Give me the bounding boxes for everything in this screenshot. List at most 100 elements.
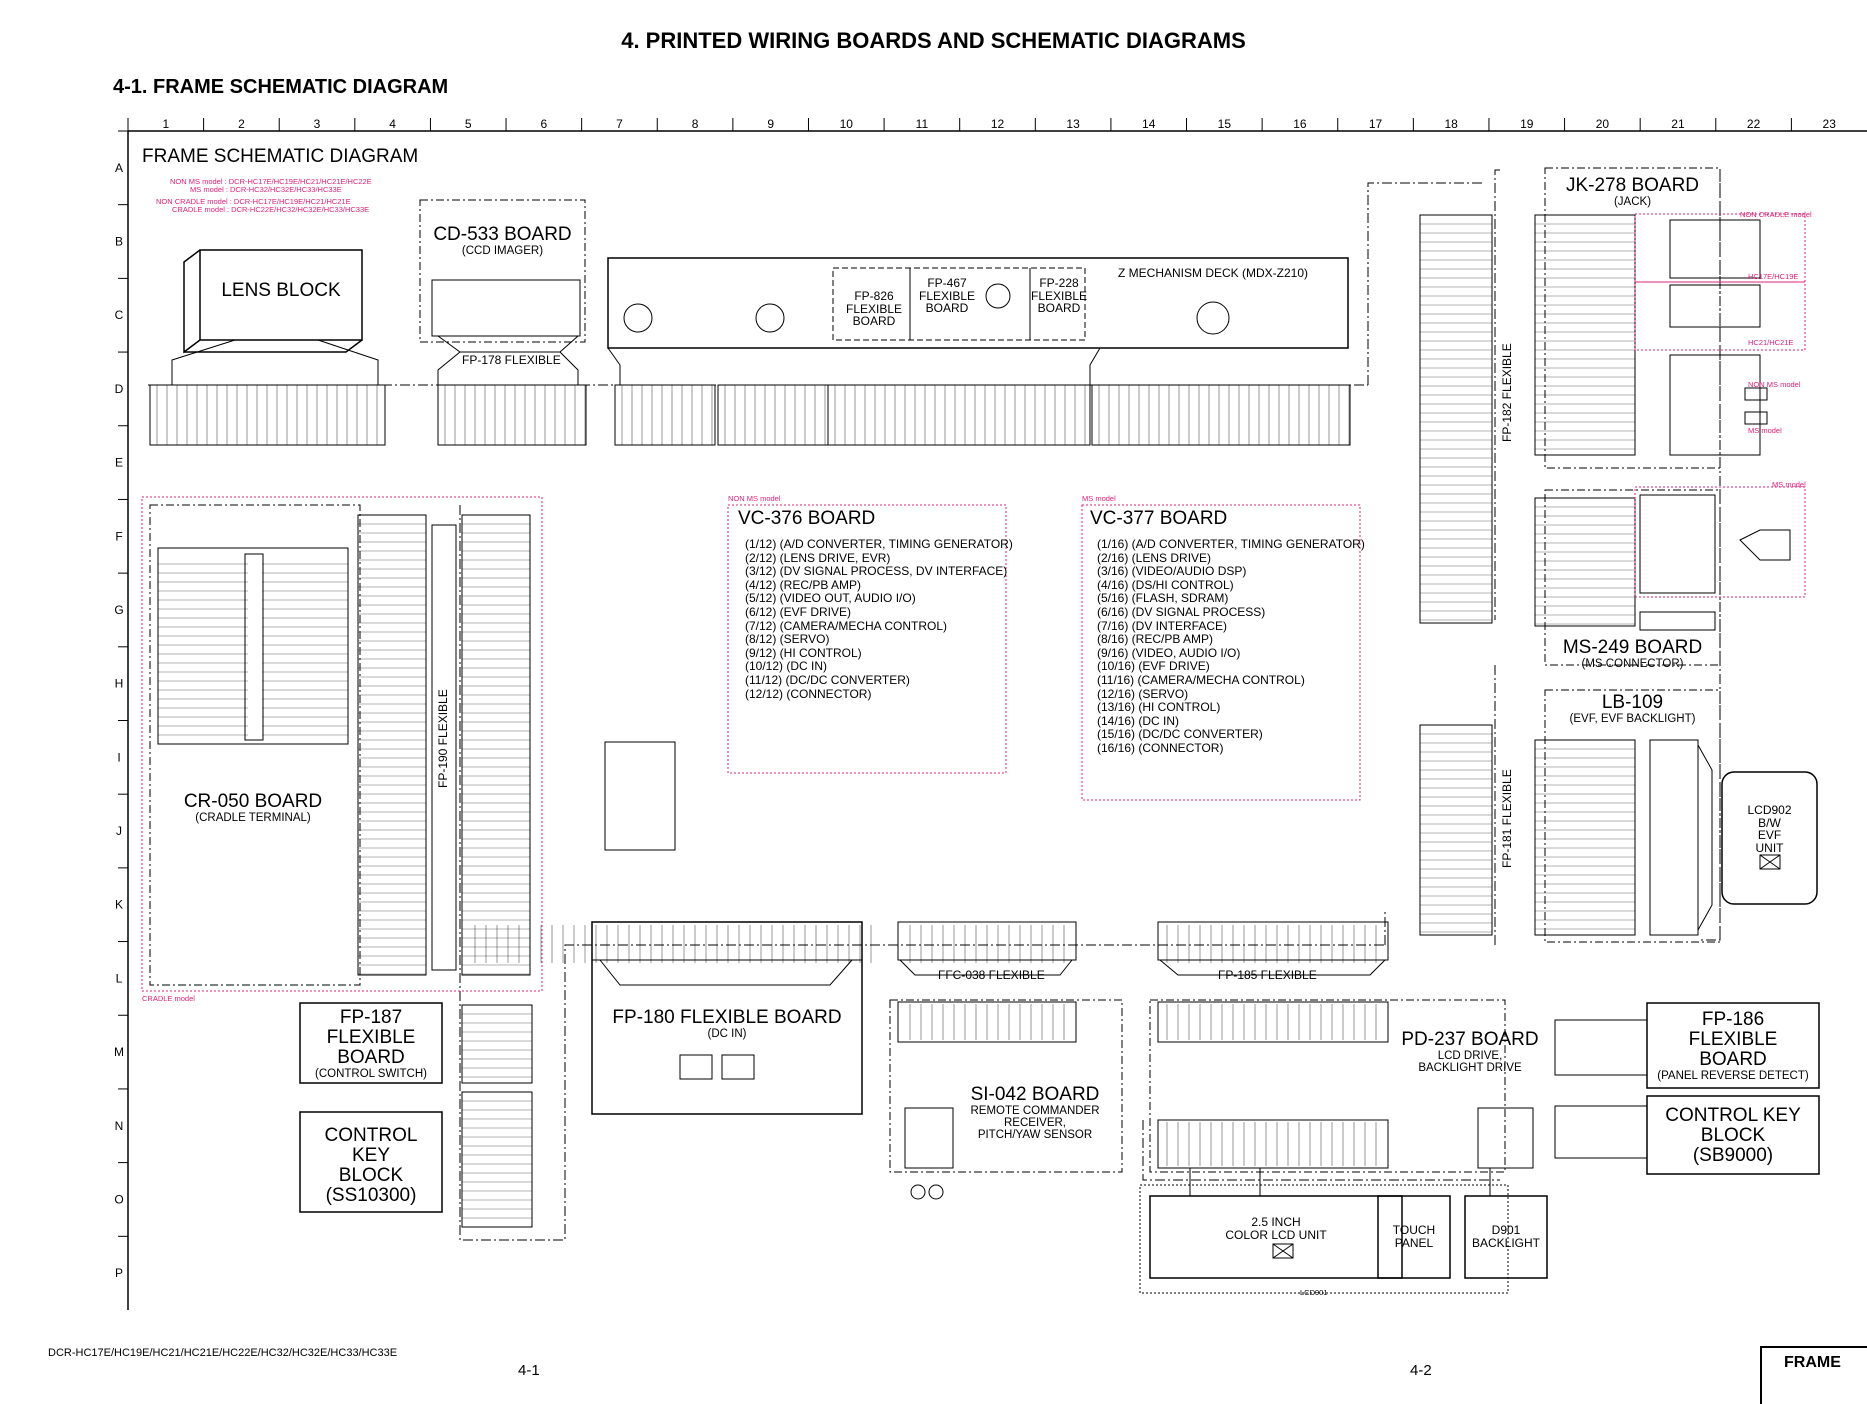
fp826-board: FP-826 FLEXIBLE BOARD bbox=[845, 289, 903, 329]
column-label: 16 bbox=[1293, 117, 1307, 131]
connector-strip bbox=[437, 384, 587, 446]
vc377-model-label: MS model bbox=[1082, 494, 1116, 503]
vc376-contents: (1/12) (A/D CONVERTER, TIMING GENERATOR)… bbox=[745, 537, 1013, 701]
row-label: I bbox=[117, 750, 120, 764]
column-label: 19 bbox=[1520, 117, 1534, 131]
vc-list-item: (2/12) (LENS DRIVE, EVR) bbox=[745, 550, 891, 565]
vc-list-item: (1/16) (A/D CONVERTER, TIMING GENERATOR) bbox=[1097, 537, 1365, 551]
vc-list-item: (8/16) (REC/PB AMP) bbox=[1097, 632, 1214, 647]
d901-backlight: D901 BACKLIGHT bbox=[1471, 1223, 1540, 1250]
vc-list-item: (3/12) (DV SIGNAL PROCESS, DV INTERFACE) bbox=[745, 564, 1008, 579]
lcd902-unit: LCD902 B/W EVF UNIT bbox=[1747, 803, 1792, 855]
fp182-label: FP-182 FLEXIBLE bbox=[1500, 343, 1514, 442]
cradle-label-left: CRADLE model bbox=[142, 994, 195, 1003]
row-label: A bbox=[115, 161, 123, 175]
column-label: 18 bbox=[1444, 117, 1458, 131]
fp185-label: FP-185 FLEXIBLE bbox=[1218, 968, 1317, 982]
lens-block-box bbox=[199, 249, 363, 341]
column-label: 8 bbox=[692, 117, 699, 131]
fp186-board: FP-186 FLEXIBLE BOARD (PANEL REVERSE DET… bbox=[1657, 1009, 1809, 1082]
vc-list-item: (11/12) (DC/DC CONVERTER) bbox=[745, 672, 910, 687]
vc-list-item: (7/12) (CAMERA/MECHA CONTROL) bbox=[745, 618, 948, 633]
column-label: 20 bbox=[1596, 117, 1610, 131]
vc-list-item: (3/16) (VIDEO/AUDIO DSP) bbox=[1097, 564, 1247, 579]
column-label: 7 bbox=[616, 117, 623, 131]
column-label: 21 bbox=[1671, 117, 1685, 131]
pd237-board: PD-237 BOARD LCD DRIVE, BACKLIGHT DRIVE bbox=[1401, 1029, 1539, 1074]
vc-list-item: (5/12) (VIDEO OUT, AUDIO I/O) bbox=[745, 591, 916, 606]
vc-list-item: (10/12) (DC IN) bbox=[745, 659, 828, 674]
page-number-right: 4-2 bbox=[1410, 1362, 1432, 1379]
hc17-label: HC17E/HC19E bbox=[1748, 272, 1799, 281]
fp228-board: FP-228 FLEXIBLE BOARD bbox=[1030, 276, 1088, 316]
column-label: 17 bbox=[1369, 117, 1383, 131]
cr050-board: CR-050 BOARD (CRADLE TERMINAL) bbox=[183, 791, 323, 824]
fp187-board: FP-187 FLEXIBLE BOARD (CONTROL SWITCH) bbox=[314, 1007, 427, 1080]
fp190-label: FP-190 FLEXIBLE bbox=[436, 689, 450, 788]
model-note-non-cradle: NON CRADLE model : DCR-HC17E/HC19E/HC21/… bbox=[156, 197, 351, 206]
column-label: 5 bbox=[465, 117, 472, 131]
row-label: P bbox=[115, 1266, 123, 1280]
row-label: L bbox=[116, 971, 123, 985]
vc-list-item: (4/16) (DS/HI CONTROL) bbox=[1097, 577, 1234, 592]
vc-list-item: (10/16) (EVF DRIVE) bbox=[1097, 659, 1210, 674]
vc377-title: VC-377 BOARD bbox=[1090, 508, 1228, 529]
column-label: 9 bbox=[767, 117, 774, 131]
model-note-ms: MS model : DCR-HC32/HC32E/HC33/HC33E bbox=[190, 185, 342, 194]
connector-strip bbox=[1091, 384, 1351, 446]
vc-list-item: (6/16) (DV SIGNAL PROCESS) bbox=[1097, 604, 1266, 619]
control-key-ss10300: CONTROL KEY BLOCK (SS10300) bbox=[324, 1125, 418, 1206]
vc-list-item: (4/12) (REC/PB AMP) bbox=[745, 577, 862, 592]
row-label: C bbox=[115, 308, 124, 322]
control-key-sb9000: CONTROL KEY BLOCK (SB9000) bbox=[1665, 1105, 1801, 1166]
ms-label-right: MS model bbox=[1748, 426, 1782, 435]
vc377-contents: (1/16) (A/D CONVERTER, TIMING GENERATOR)… bbox=[1097, 537, 1365, 756]
fp467-board: FP-467 FLEXIBLE BOARD bbox=[918, 276, 976, 316]
fp178-label: FP-178 FLEXIBLE bbox=[462, 353, 561, 367]
fp181-label: FP-181 FLEXIBLE bbox=[1500, 769, 1514, 868]
vc-list-item: (1/12) (A/D CONVERTER, TIMING GENERATOR) bbox=[745, 537, 1013, 551]
page-number-left: 4-1 bbox=[518, 1362, 540, 1379]
frame-tag: FRAME bbox=[1760, 1346, 1867, 1404]
fp180-board: FP-180 FLEXIBLE BOARD (DC IN) bbox=[612, 1007, 842, 1040]
page-heading: 4. PRINTED WIRING BOARDS AND SCHEMATIC D… bbox=[621, 28, 1246, 53]
row-label: K bbox=[115, 898, 123, 912]
column-label: 12 bbox=[991, 117, 1005, 131]
vc-list-item: (7/16) (DV INTERFACE) bbox=[1097, 618, 1228, 633]
column-label: 4 bbox=[389, 117, 396, 131]
row-label: M bbox=[114, 1045, 124, 1059]
vc-list-item: (9/12) (HI CONTROL) bbox=[745, 645, 862, 660]
vc-list-item: (11/16) (CAMERA/MECHA CONTROL) bbox=[1097, 672, 1305, 687]
column-label: 6 bbox=[541, 117, 548, 131]
color-lcd-unit: 2.5 INCH COLOR LCD UNIT bbox=[1225, 1215, 1327, 1242]
ms-label-right-2: MS model bbox=[1772, 480, 1806, 489]
hc21-label: HC21/HC21E bbox=[1748, 338, 1794, 347]
column-label: 22 bbox=[1747, 117, 1761, 131]
row-label: E bbox=[115, 456, 123, 470]
non-cradle-label-right: NON CRADLE model bbox=[1740, 210, 1812, 219]
row-label: H bbox=[115, 677, 124, 691]
jk278-board: JK-278 BOARD (JACK) bbox=[1565, 175, 1700, 208]
vc-list-item: (16/16) (CONNECTOR) bbox=[1097, 740, 1224, 755]
vc-list-item: (12/12) (CONNECTOR) bbox=[745, 686, 872, 701]
model-note-non-ms: NON MS model : DCR-HC17E/HC19E/HC21/HC21… bbox=[170, 177, 372, 186]
column-label: 3 bbox=[314, 117, 321, 131]
column-label: 23 bbox=[1823, 117, 1837, 131]
vc-list-item: (9/16) (VIDEO, AUDIO I/O) bbox=[1097, 645, 1241, 660]
connector-strip bbox=[827, 384, 1091, 446]
vc-list-item: (15/16) (DC/DC CONVERTER) bbox=[1097, 727, 1263, 742]
column-label: 11 bbox=[916, 117, 929, 131]
vc-list-item: (12/16) (SERVO) bbox=[1097, 686, 1189, 701]
vc-list-item: (2/16) (LENS DRIVE) bbox=[1097, 550, 1212, 565]
lens-block: LENS BLOCK bbox=[221, 280, 341, 301]
vc-list-item: (8/12) (SERVO) bbox=[745, 632, 830, 647]
non-ms-label-right: NON MS model bbox=[1748, 380, 1801, 389]
vc376-title: VC-376 BOARD bbox=[738, 508, 876, 529]
column-label: 10 bbox=[840, 117, 854, 131]
vc-list-item: (6/12) (EVF DRIVE) bbox=[745, 604, 852, 619]
model-note-cradle: CRADLE model : DCR-HC22E/HC32/HC32E/HC33… bbox=[172, 205, 370, 214]
row-label: G bbox=[114, 603, 123, 617]
row-label: F bbox=[115, 529, 122, 543]
si042-board: SI-042 BOARD REMOTE COMMANDER RECEIVER, … bbox=[970, 1084, 1100, 1142]
